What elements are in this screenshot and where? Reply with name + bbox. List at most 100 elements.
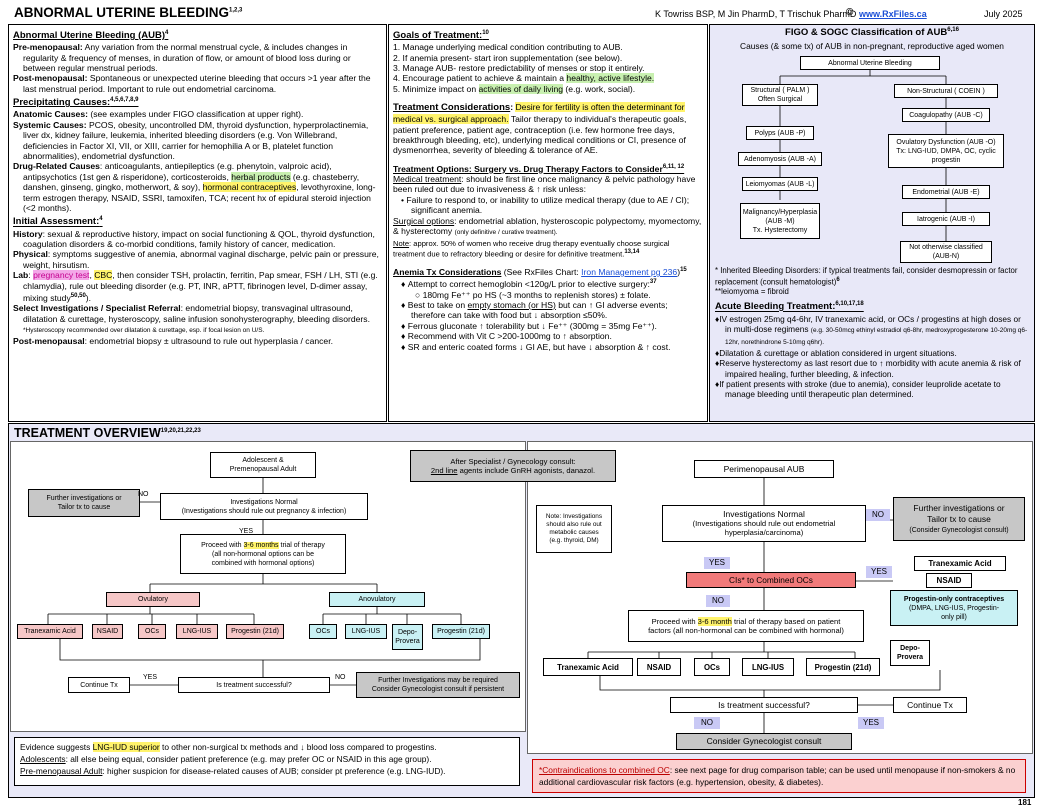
lab: Lab: pregnancy test, CBC, then consider … [13,270,378,303]
peri-opt-lng-box: LNG-IUS [742,658,794,676]
goal-5: 5. Minimize impact on activities of dail… [393,83,636,94]
systemic-causes: Systemic Causes: PCOS, obesity, uncontro… [13,119,369,161]
anemia-bullet-1-sub: ○ 180mg Fe⁺⁺ po HS (~3 months to repleni… [415,289,651,300]
evidence-box: Evidence suggests LNG-IUD superior to ot… [14,737,520,786]
coagulopathy-box: Coagulopathy (AUB -C) [902,108,990,122]
aub-definitions-panel: Abnormal Uterine Bleeding (AUB)4 Pre-men… [8,24,387,422]
malignancy-box: Malignancy/Hyperplasia(AUB -M)Tx. Hyster… [740,203,820,239]
aub-heading: Abnormal Uterine Bleeding (AUB)4 [13,30,169,42]
structural-box: Structural ( PALM )Often Surgical [742,84,818,106]
proceed-trial-box: Proceed with 3-6 months trial of therapy… [180,534,346,574]
peri-depo-provera-box: Depo-Provera [890,640,930,666]
history: History: sexual & reproductive history, … [13,228,375,249]
treatment-options-heading: Treatment Options: Surgery vs. Drug Ther… [393,163,685,174]
acute-bullet-4: ♦If patient presents with stroke (due to… [715,378,1001,399]
not-classified-box: Not otherwise classified(AUB-N) [900,241,992,263]
goal-1: 1. Manage underlying medical condition c… [393,42,623,53]
treatment-successful-box: Is treatment successful? [178,677,330,693]
lng-ius-box: LNG-IUS [176,624,218,639]
nsaid-box: NSAID [92,624,123,639]
progestin-only-box: Progestin-only contraceptives(DMPA, LNG-… [890,590,1018,626]
peri-nsaid-box: NSAID [926,573,972,588]
medical-treatment-bullet: • Failure to respond to, or inability to… [401,194,690,216]
investigations-normal-box: Investigations Normal(Investigations sho… [160,493,368,520]
cis-combined-ocs-box: CIs* to Combined OCs [686,572,856,588]
surgical-options: Surgical options: endometrial ablation, … [393,215,702,237]
ovulatory-box: Ovulatory [106,592,200,607]
footnote-leiomyoma: **leiomyoma = fibroid [715,286,789,296]
figo-heading: FIGO & SOGC Classification of AUB6,16 [785,27,959,39]
acute-bleeding-heading: Acute Bleeding Treatment:6,10,17,18 [715,301,864,313]
drug-causes: Drug-Related Causes: anticoagulants, ant… [13,161,376,213]
initial-assessment-heading: Initial Assessment:4 [13,216,103,228]
adolescent-box: Adolescent &Premenopausal Adult [210,452,316,478]
acute-bullet-3: ♦Reserve hysterectomy as last resort due… [715,358,1021,379]
perimenopausal-box: Perimenopausal AUB [694,460,834,478]
anovulatory-box: Anovulatory [329,592,425,607]
adenomyosis-box: Adenomyosis (AUB -A) [738,152,822,166]
anatomic-causes: Anatomic Causes: (see examples under FIG… [13,109,304,120]
no-label: NO [694,717,720,729]
surgery-note: Note: approx. 50% of women who receive d… [393,238,670,259]
no-label: NO [706,595,730,607]
select-investigations: Select Investigations / Specialist Refer… [13,303,370,335]
no-label: NO [866,509,890,521]
footnote-bleeding-disorders: * Inherited Bleeding Disorders: if typic… [715,266,1018,287]
endometrial-box: Endometrial (AUB -E) [902,185,990,199]
copyright-icon: © [846,7,854,18]
after-specialist-box: After Specialist / Gynecology consult:2n… [410,450,616,482]
acute-bullet-1: ♦IV estrogen 25mg q4-6hr, IV tranexamic … [715,313,1028,346]
goals-treatment-panel: Goals of Treatment:10 1. Manage underlyi… [388,24,708,422]
peri-investigations-box: Investigations Normal(Investigations sho… [662,505,866,542]
yes-label: YES [866,566,892,578]
yes-label: YES [239,528,254,535]
no-label: NO [335,674,346,681]
anemia-bullet-2: ♦ Best to take on empty stomach (or HS) … [401,299,668,321]
precipitating-heading: Precipitating Causes:4,5,6,7,8,9 [13,97,139,109]
yes-label: YES [704,557,730,569]
anov-progestin-box: Progestin (21d) [432,624,490,639]
treatment-overview-heading: TREATMENT OVERVIEW19,20,21,22,23 [14,426,201,440]
nonstructural-box: Non-Structural ( COEIN ) [894,84,998,98]
postmenopausal-workup: Post-menopausal: endometrial biopsy ± ul… [13,336,333,347]
iatrogenic-box: Iatrogenic (AUB -I) [902,212,990,226]
peri-opt-ocs-box: OCs [694,658,730,676]
iron-management-link[interactable]: Iron Management pg 236 [581,266,678,277]
peri-tranexamic-box: Tranexamic Acid [914,556,1006,571]
depo-provera-box: Depo-Provera [392,624,423,650]
ocs-box: OCs [138,624,166,639]
authors: K Towriss BSP, M Jin PharmD, T Trischuk … [655,9,857,19]
anemia-bullet-4: ♦ Recommend with Vit C >200-1000mg to ↑ … [401,331,612,342]
leiomyomas-box: Leiomyomas (AUB -L) [742,177,818,191]
goals-heading: Goals of Treatment:10 [393,30,489,42]
no-label: NO [138,491,149,498]
peri-opt-progestin-box: Progestin (21d) [806,658,880,676]
medical-treatment: Medical treatment: should be first line … [393,174,696,195]
peri-gyn-consult-box: Consider Gynecologist consult [676,733,852,750]
anov-lng-ius-box: LNG-IUS [345,624,387,639]
peri-successful-box: Is treatment successful? [670,697,858,713]
peri-proceed-box: Proceed with 3-6 month trial of therapy … [628,610,864,642]
evidence-line-3: Pre-menopausal Adult: higher suspicion f… [20,766,446,776]
anov-ocs-box: OCs [309,624,337,639]
anemia-bullet-5: ♦ SR and enteric coated forms ↓ GI AE, b… [401,341,671,352]
evidence-line-1: Evidence suggests LNG-IUD superior to ot… [20,742,437,752]
page-number: 181 [1018,798,1032,807]
figo-subtitle: Causes (& some tx) of AUB in non-pregnan… [740,41,1004,51]
premenopausal-def: Pre-menopausal: Any variation from the n… [13,42,351,73]
figo-footnotes: * Inherited Bleeding Disorders: if typic… [711,264,1033,401]
goal-2: 2. If anemia present- start iron supplem… [393,52,623,63]
rxfiles-link[interactable]: www.RxFiles.ca [859,9,927,19]
figo-root-box: Abnormal Uterine Bleeding [800,56,940,70]
yes-label: YES [143,674,158,681]
anemia-heading: Anemia Tx Considerations (See RxFiles Ch… [393,266,687,277]
progestin-box: Progestin (21d) [226,624,284,639]
continue-tx-box: Continue Tx [68,677,130,693]
evidence-line-2: Adolescents: all else being equal, consi… [20,754,432,764]
yes-label: YES [858,717,884,729]
peri-continue-box: Continue Tx [893,697,967,713]
